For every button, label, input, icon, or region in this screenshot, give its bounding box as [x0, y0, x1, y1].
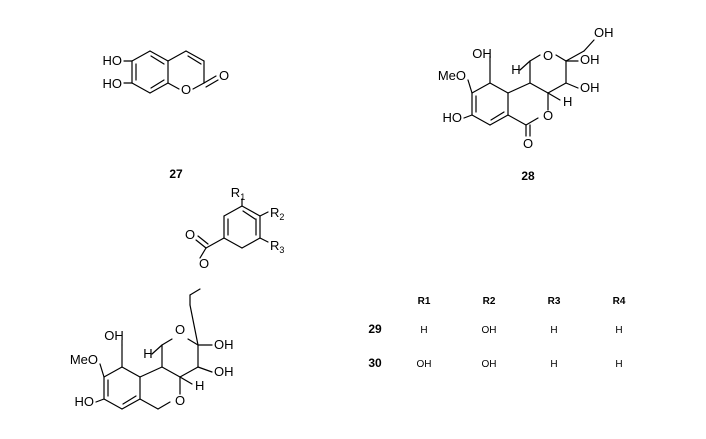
atom-hydroxyl-29d: OH: [214, 364, 234, 379]
atom-hydroxyl-28c: OH: [580, 52, 600, 67]
table-header-3: R3: [548, 296, 561, 307]
r-group-1: R1: [231, 185, 245, 202]
atom-lactone-oxygen-29: O: [175, 393, 185, 408]
atom-hydrogen-29a: H: [143, 346, 152, 361]
atom-hydroxyl-28d: OH: [580, 80, 600, 95]
table-row-label-30: 30: [368, 356, 382, 370]
structure-27: [123, 50, 219, 94]
atom-methoxy-29: MeO: [70, 352, 98, 367]
atom-hydroxyl-27b: HO: [103, 76, 123, 91]
atom-hydroxyl-28-aryl: OH: [472, 46, 492, 61]
atom-hydroxyl-28-aryl-b: HO: [443, 110, 463, 125]
atom-ring-oxygen-29: O: [175, 322, 185, 337]
table-cell-29-3: H: [550, 325, 557, 336]
atom-hydroxyl-29-aryl-b: HO: [75, 394, 95, 409]
atom-hydroxyl-27a: HO: [103, 53, 123, 68]
atom-hydrogen-29b: H: [195, 378, 204, 393]
atom-lactone-oxygen-28: O: [543, 108, 553, 123]
compound-label-27: 27: [169, 167, 183, 181]
table-cell-30-1: OH: [417, 359, 432, 370]
table-row-label-29: 29: [368, 322, 382, 336]
atom-carbonyl-oxygen-28: O: [523, 136, 533, 151]
table-header-4: R4: [613, 296, 626, 307]
table-cell-29-1: H: [420, 325, 427, 336]
atom-hydroxyl-28-ch2oh: OH: [594, 25, 614, 40]
r-group-2: R2: [270, 205, 284, 222]
atom-hydrogen-28b: H: [563, 94, 572, 109]
compound-label-28: 28: [521, 169, 535, 183]
atom-hydrogen-28a: H: [511, 62, 520, 77]
structure-28: [463, 39, 595, 137]
atom-carbonyl-oxygen-27: O: [219, 68, 229, 83]
table-cell-29-4: H: [615, 325, 622, 336]
table-cell-30-3: H: [550, 359, 557, 370]
atom-ester-oxygen: O: [199, 256, 209, 271]
atom-ring-oxygen-27: O: [181, 82, 191, 97]
table-cell-30-2: OH: [482, 359, 497, 370]
atom-ring-oxygen-28: O: [543, 48, 553, 63]
table-header-1: R1: [418, 296, 431, 307]
atom-methoxy-28: MeO: [438, 68, 466, 83]
structure-29-30: [95, 198, 269, 410]
table-cell-30-4: H: [615, 359, 622, 370]
atom-carbonyl-oxygen-ester: O: [185, 227, 195, 242]
table-header-2: R2: [483, 296, 496, 307]
table-cell-29-2: OH: [482, 325, 497, 336]
atom-hydroxyl-29c: OH: [214, 337, 234, 352]
r-group-3: R3: [270, 238, 284, 255]
atom-hydroxyl-29-aryl: OH: [104, 328, 124, 343]
